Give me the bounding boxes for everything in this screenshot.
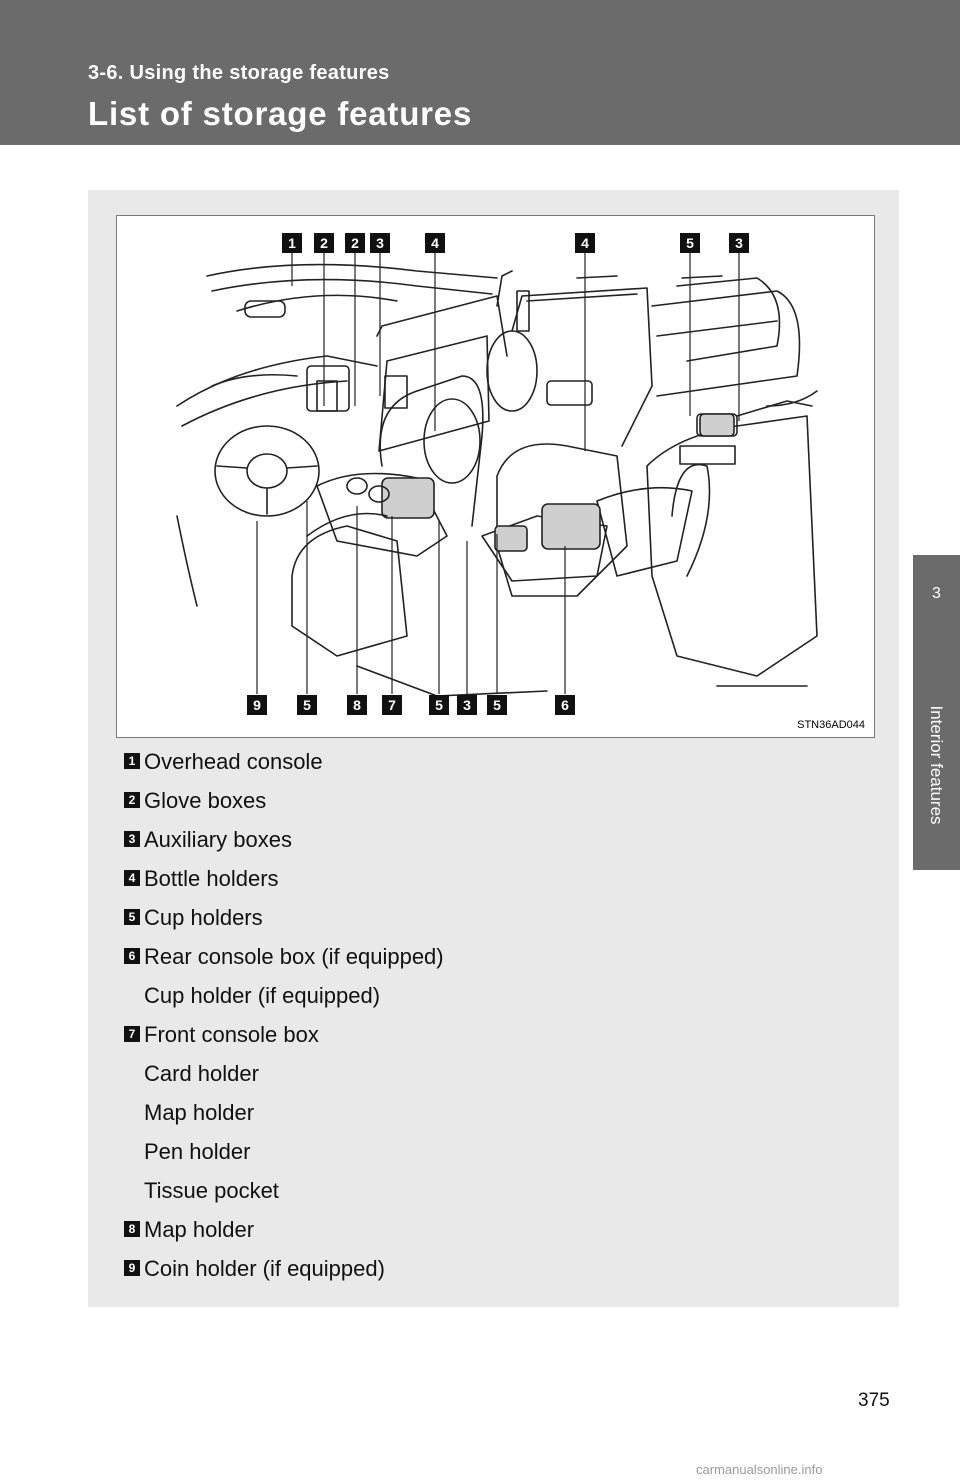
legend-text: Overhead console (144, 749, 323, 774)
watermark: carmanualsonline.info (696, 1462, 823, 1477)
legend-text: Cup holders (144, 905, 263, 930)
chapter-tab[interactable]: 3 Interior features (913, 555, 960, 870)
callout-top: 4 (575, 233, 595, 253)
section-title: 3-6. Using the storage features (88, 62, 390, 84)
callout-top: 1 (282, 233, 302, 253)
vehicle-interior-illustration: 1 2 2 3 4 4 5 3 9 5 8 7 5 3 5 6 STN36AD0… (116, 215, 875, 738)
legend-text: Map holder (144, 1100, 255, 1125)
callout-bottom: 5 (297, 695, 317, 715)
callout-top: 2 (314, 233, 334, 253)
callout-bottom: 8 (347, 695, 367, 715)
callout-bottom: 3 (457, 695, 477, 715)
legend-number: 2 (124, 792, 140, 808)
legend-subitem: Map holder (124, 1093, 864, 1132)
legend-subitem: Card holder (124, 1054, 864, 1093)
page-title: List of storage features (88, 95, 473, 132)
legend-text: Coin holder (if equipped) (144, 1256, 385, 1281)
legend-number: 1 (124, 753, 140, 769)
callout-bottom: 9 (247, 695, 267, 715)
page-number: 375 (858, 1390, 890, 1411)
callout-bottom: 5 (487, 695, 507, 715)
page-header: 3-6. Using the storage features List of … (0, 0, 960, 145)
chapter-label: Interior features (927, 705, 946, 825)
legend-text: Map holder (144, 1217, 255, 1242)
legend-text: Rear console box (if equipped) (144, 944, 444, 969)
callout-bottom: 6 (555, 695, 575, 715)
callout-top: 3 (370, 233, 390, 253)
legend-text: Card holder (144, 1061, 259, 1086)
callout-top: 3 (729, 233, 749, 253)
legend-subitem: Cup holder (if equipped) (124, 976, 864, 1015)
legend-text: Auxiliary boxes (144, 827, 292, 852)
legend-text: Tissue pocket (144, 1178, 279, 1203)
legend-number: 7 (124, 1026, 140, 1042)
legend-text: Cup holder (if equipped) (144, 983, 381, 1008)
legend-number: 5 (124, 909, 140, 925)
chapter-number: 3 (932, 585, 941, 602)
legend-text: Bottle holders (144, 866, 279, 891)
legend-number: 3 (124, 831, 140, 847)
callout-top: 5 (680, 233, 700, 253)
legend-subitem: Pen holder (124, 1132, 864, 1171)
callout-bottom: 7 (382, 695, 402, 715)
legend-number: 8 (124, 1221, 140, 1237)
figure-code: STN36AD044 (797, 719, 865, 731)
legend-number: 4 (124, 870, 140, 886)
legend-number: 9 (124, 1260, 140, 1276)
legend-text: Glove boxes (144, 788, 267, 813)
legend-text: Pen holder (144, 1139, 251, 1164)
legend-text: Front console box (144, 1022, 319, 1047)
callout-top: 4 (425, 233, 445, 253)
legend-subitem: Tissue pocket (124, 1171, 864, 1210)
callout-bottom: 5 (429, 695, 449, 715)
legend-number: 6 (124, 948, 140, 964)
callout-top: 2 (345, 233, 365, 253)
vehicle-interior-drawing (176, 251, 818, 697)
